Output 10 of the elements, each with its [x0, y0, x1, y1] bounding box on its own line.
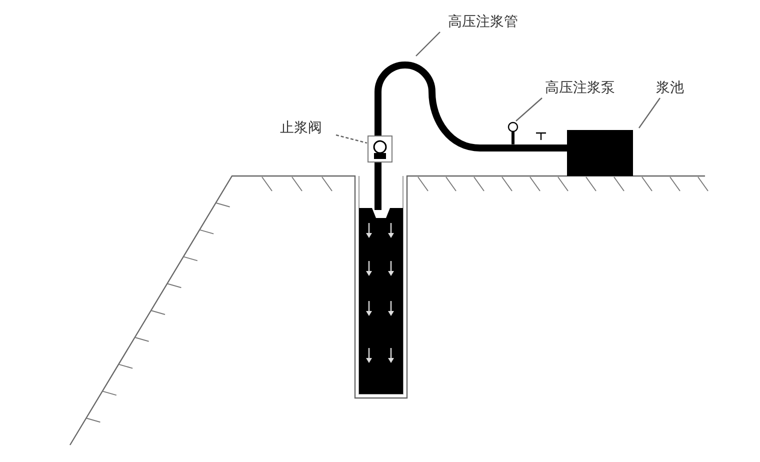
leader-line [416, 32, 440, 56]
part-label: 浆池 [656, 80, 684, 96]
part-label: 高压注浆管 [448, 14, 518, 30]
part-label: 止浆阀 [280, 120, 322, 136]
valve-drawing [368, 136, 392, 162]
leader-line [638, 98, 660, 128]
part-label: 高压注浆泵 [545, 80, 615, 96]
slurry-tank [567, 130, 633, 176]
leader-line [336, 134, 368, 144]
leader-line [516, 98, 542, 122]
